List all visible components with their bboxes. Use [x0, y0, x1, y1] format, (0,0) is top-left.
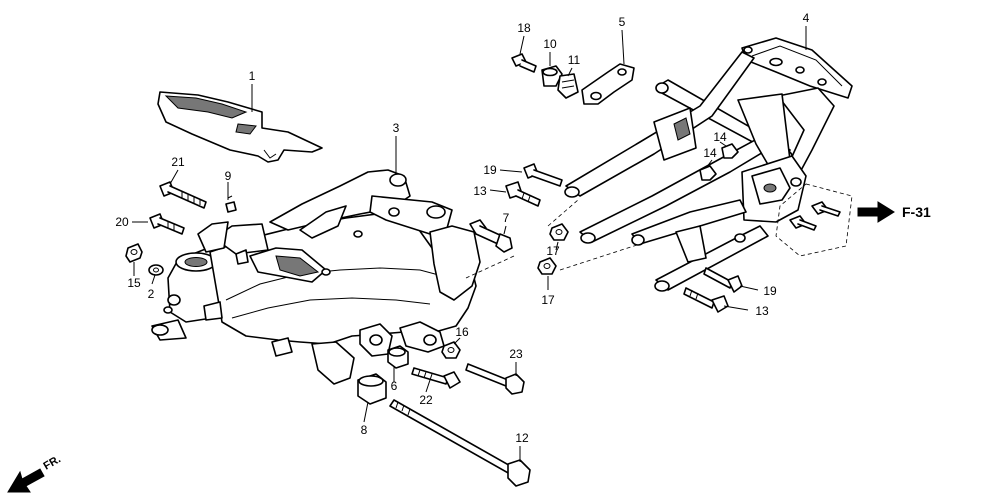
callout-6: 6 [391, 379, 398, 393]
alignment-line [559, 243, 641, 271]
right-arrow-icon [857, 201, 895, 223]
nut-15 [125, 243, 143, 263]
bolt-13-upper [505, 181, 541, 207]
callout-11: 11 [568, 53, 581, 67]
alignment-line [547, 199, 579, 227]
main-frame [151, 169, 481, 385]
callout-13-upper: 13 [473, 184, 487, 198]
collar-8 [357, 373, 387, 405]
callout-23: 23 [509, 347, 523, 361]
nut-17-upper [549, 223, 569, 241]
callout-13-lower: 13 [755, 304, 769, 318]
nut-16 [441, 341, 461, 359]
callout-9: 9 [225, 169, 232, 183]
callout-15: 15 [127, 276, 141, 290]
collar-6 [387, 345, 409, 369]
rear-subframe [564, 37, 853, 292]
bolt-9 [225, 195, 237, 213]
callout-14-upper: 14 [713, 130, 727, 144]
callout-16: 16 [455, 325, 469, 339]
f31-reference-box [775, 183, 853, 257]
callout-17-upper: 17 [546, 244, 560, 258]
callout-2: 2 [148, 287, 155, 301]
callout-3: 3 [393, 121, 400, 135]
washer-2 [148, 264, 164, 276]
leader-lines [132, 26, 807, 462]
callout-19-upper: 19 [483, 163, 497, 177]
callout-1: 1 [249, 69, 256, 83]
bolt-19-upper [523, 163, 563, 187]
callout-21: 21 [171, 155, 185, 169]
grommet-11 [557, 73, 579, 99]
callout-17-lower: 17 [541, 293, 555, 307]
bracket-5 [581, 63, 635, 105]
reference-label: F-31 [902, 204, 931, 220]
bolt-13-lower [683, 287, 729, 313]
bolt-20 [149, 213, 185, 235]
callout-12: 12 [515, 431, 529, 445]
bolt-12 [389, 399, 531, 487]
front-arrow-icon [7, 468, 45, 493]
front-label: FR. [42, 453, 63, 472]
callout-7: 7 [503, 211, 510, 225]
bolt-19-lower [703, 267, 743, 293]
callout-10: 10 [543, 37, 557, 51]
bolt-7 [469, 219, 513, 253]
callout-14-lower: 14 [703, 146, 717, 160]
callout-19-lower: 19 [763, 284, 777, 298]
callout-4: 4 [803, 11, 810, 25]
callout-8: 8 [361, 423, 368, 437]
callout-labels: 1 2 3 4 5 6 7 8 9 10 11 12 13 13 14 14 1… [115, 11, 809, 445]
bolt-22 [411, 367, 461, 389]
callout-22: 22 [419, 393, 433, 407]
f31-reference[interactable]: F-31 [857, 201, 931, 223]
callout-18: 18 [517, 21, 531, 35]
callout-20: 20 [115, 215, 129, 229]
cover-plate [157, 91, 323, 163]
callout-5: 5 [619, 15, 626, 29]
alignment-line [465, 255, 515, 279]
bolt-18 [511, 53, 537, 73]
nut-17-lower [537, 257, 557, 275]
bolt-23 [465, 363, 525, 395]
bolt-21 [159, 181, 207, 209]
front-direction-indicator: FR. [7, 453, 63, 493]
